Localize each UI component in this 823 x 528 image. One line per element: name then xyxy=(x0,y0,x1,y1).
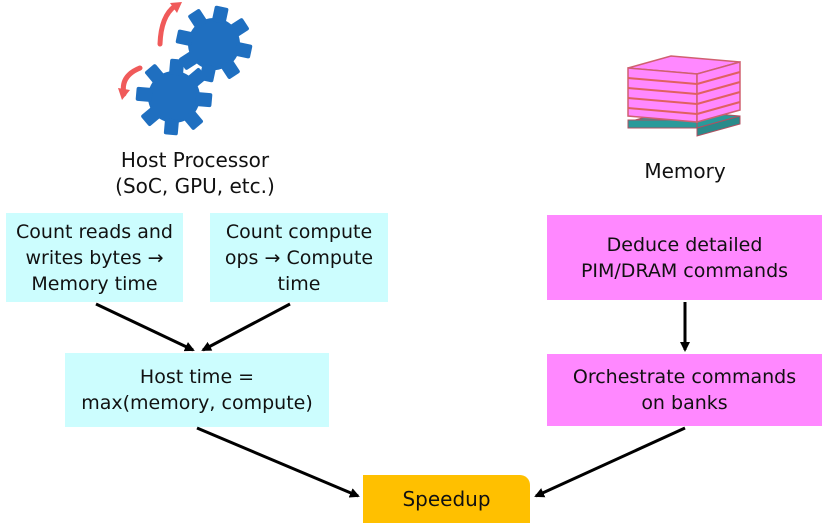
orchestrate-line1: Orchestrate commands xyxy=(572,366,797,388)
deduce-commands-box: Deduce detailed PIM/DRAM commands xyxy=(547,215,822,300)
host-time-line1: Host time = xyxy=(139,366,255,388)
arrow-compute-to-host-time xyxy=(201,302,291,352)
count-reads-writes-box: Count reads and writes bytes → Memory ti… xyxy=(6,213,183,302)
count-compute-ops-box: Count compute ops → Compute time xyxy=(210,213,388,302)
memory-label: Memory xyxy=(644,159,726,183)
count-reads-line3: Memory time xyxy=(31,272,158,295)
count-reads-line1: Count reads and xyxy=(16,220,173,243)
host-processor-label-line1: Host Processor xyxy=(120,148,270,172)
count-compute-line3: time xyxy=(277,272,321,295)
count-compute-line2: ops → Compute xyxy=(224,246,374,269)
arrow-host-time-to-speedup xyxy=(196,426,360,498)
speedup-box: Speedup xyxy=(363,475,530,523)
host-time-line2: max(memory, compute) xyxy=(81,392,313,414)
orchestrate-commands-box: Orchestrate commands on banks xyxy=(547,354,822,426)
count-compute-line1: Count compute xyxy=(225,220,373,243)
host-processor-label: Host Processor (SoC, GPU, etc.) xyxy=(95,147,295,199)
deduce-line2: PIM/DRAM commands xyxy=(580,259,789,282)
count-reads-line2: writes bytes → xyxy=(25,246,164,269)
arrow-reads-to-host-time xyxy=(95,302,195,352)
arrow-orchestrate-to-speedup xyxy=(534,426,686,498)
orchestrate-line2: on banks xyxy=(641,392,728,414)
host-time-box: Host time = max(memory, compute) xyxy=(65,353,329,427)
deduce-line1: Deduce detailed xyxy=(606,233,763,256)
host-processor-label-line2: (SoC, GPU, etc.) xyxy=(115,174,275,198)
